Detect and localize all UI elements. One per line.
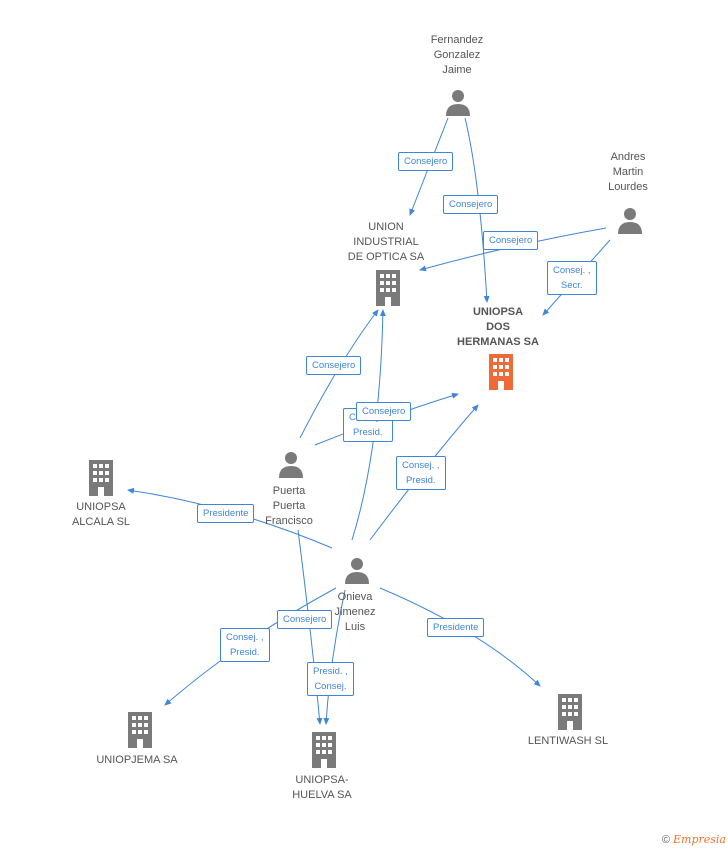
edge-onieva-huelva xyxy=(323,589,346,725)
building-icon[interactable] xyxy=(124,712,156,748)
node-label-puerta[interactable]: Puerta Puerta Francisco xyxy=(265,485,313,527)
building-icon[interactable] xyxy=(554,694,586,730)
relation-label[interactable]: Consejero xyxy=(398,152,454,171)
node-label-onieva[interactable]: Onieva Jimenez Luis xyxy=(334,591,376,633)
relation-label[interactable]: Consejero xyxy=(306,356,362,375)
person-icon[interactable] xyxy=(616,206,644,234)
node-label-alcala[interactable]: UNIOPSA ALCALA SL xyxy=(71,501,131,528)
node-label-uniopjema[interactable]: UNIOPJEMA SA xyxy=(96,754,178,766)
building-icon[interactable] xyxy=(372,270,404,306)
node-label-andres[interactable]: Andres Martin Lourdes xyxy=(608,151,648,193)
brand-logo: Empresia xyxy=(673,833,726,846)
node-label-uniopsa-dos[interactable]: UNIOPSA DOS HERMANAS SA xyxy=(457,306,539,348)
relation-label[interactable]: Consejero xyxy=(356,402,412,421)
relation-label[interactable]: Consejero xyxy=(277,610,333,629)
relation-label[interactable]: Presidente xyxy=(427,618,485,637)
person-icon[interactable] xyxy=(277,450,305,478)
relation-label[interactable]: Presidente xyxy=(197,504,255,523)
node-label-union[interactable]: UNION INDUSTRIAL DE OPTICA SA xyxy=(347,221,425,263)
footer-brand: © Empresia xyxy=(662,833,726,846)
building-icon[interactable] xyxy=(485,354,517,390)
node-label-lentiwash[interactable]: LENTIWASH SL xyxy=(527,735,609,747)
relation-label[interactable]: Consej. , Presid. xyxy=(396,456,446,490)
building-icon[interactable] xyxy=(308,732,340,768)
relation-label[interactable]: Consejero xyxy=(483,231,539,250)
person-icon[interactable] xyxy=(343,556,371,584)
relation-label[interactable]: Consejero xyxy=(443,195,499,214)
relation-label[interactable]: Consej. , Presid. xyxy=(220,628,270,662)
building-icon[interactable] xyxy=(85,460,117,496)
person-icon[interactable] xyxy=(444,88,472,116)
copyright-icon: © xyxy=(661,834,670,846)
relation-label[interactable]: Presid. , Consej. xyxy=(307,662,354,696)
node-label-huelva[interactable]: UNIOPSA- HUELVA SA xyxy=(292,774,352,801)
edge-puerta-huelva xyxy=(297,529,323,725)
node-label-fernandez[interactable]: Fernandez Gonzalez Jaime xyxy=(430,34,484,76)
relation-label[interactable]: Consej. , Secr. xyxy=(547,261,597,295)
